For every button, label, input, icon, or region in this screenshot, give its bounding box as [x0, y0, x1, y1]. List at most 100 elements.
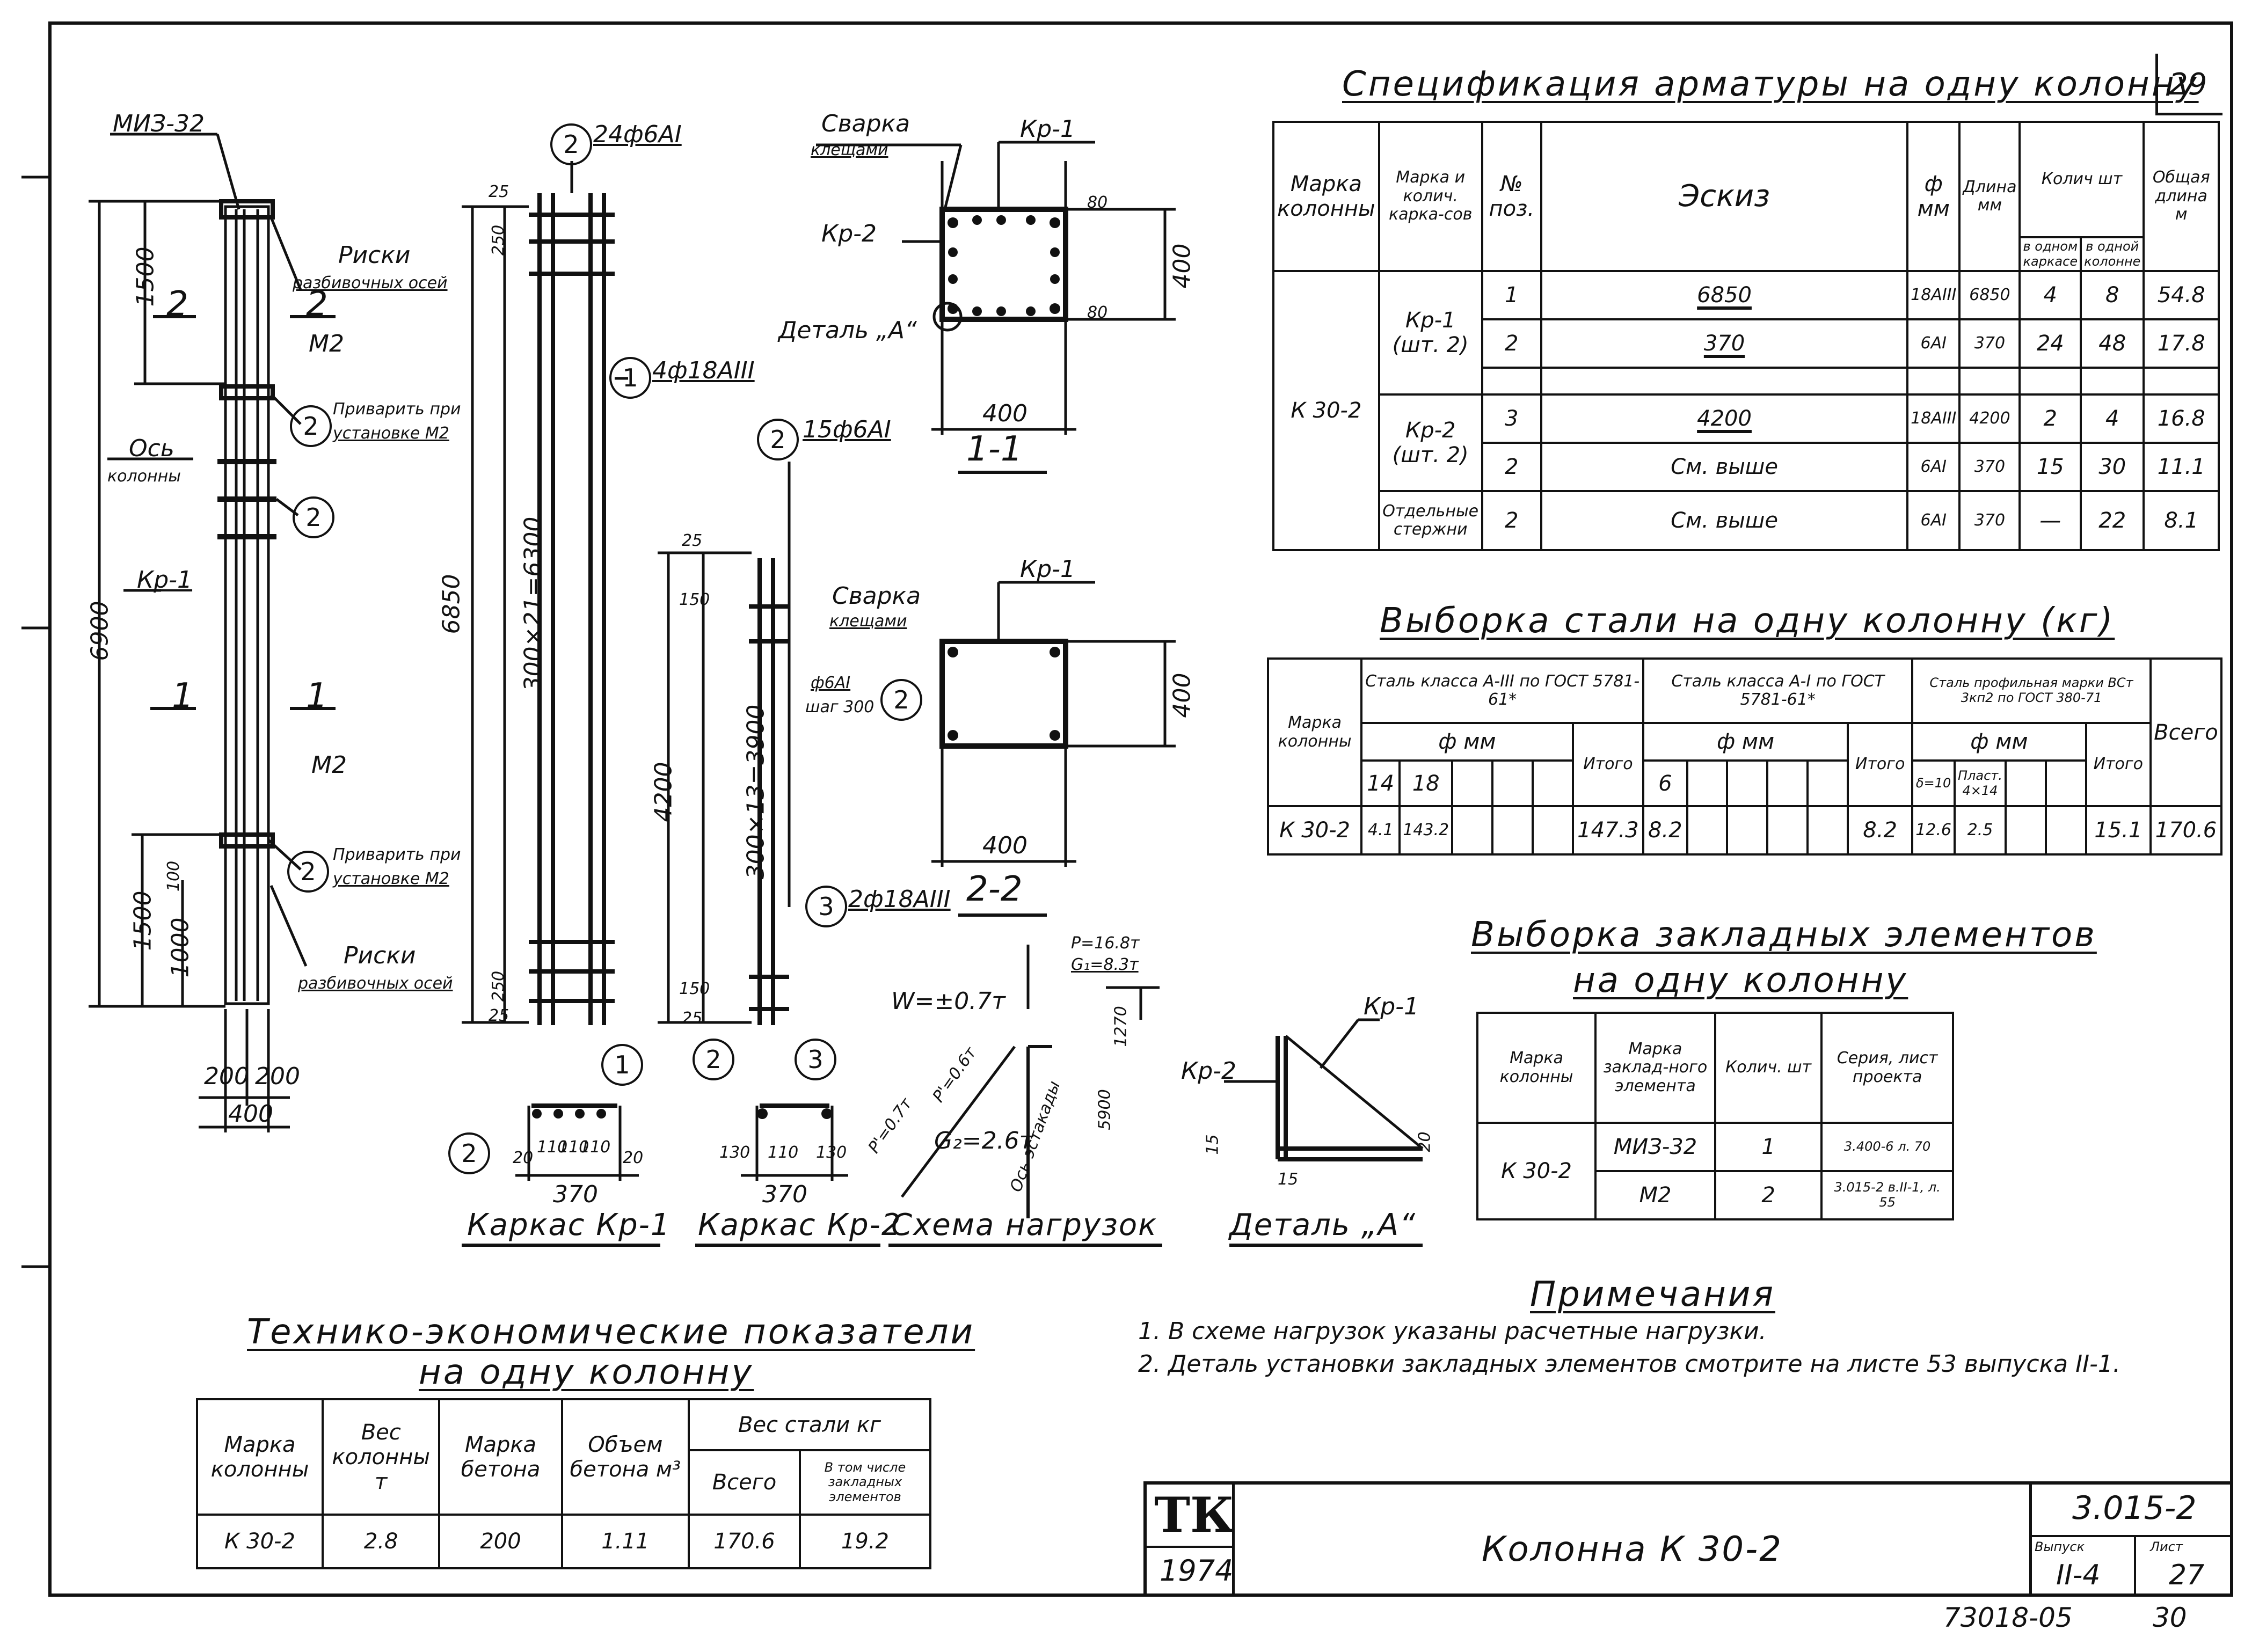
spec-frame-3: Отдельные стержни [1378, 490, 1483, 552]
label-bar-2f18: 2ф18АIII [848, 886, 951, 913]
dim-k1: 110 [580, 1138, 611, 1157]
spec-len: 370 [1958, 490, 2021, 552]
embed-qty: 1 [1714, 1122, 1823, 1172]
spec-qf: 15 [2018, 442, 2082, 493]
label-bar-15f6: 15ф6АI [803, 416, 891, 443]
label-section-1-right: 1 [306, 676, 328, 716]
spec-h-qty: Колич шт [2018, 121, 2145, 238]
caption-load-scheme: Схема нагрузок [891, 1208, 1157, 1242]
notes-list: 1. В схеме нагрузок указаны расчетные на… [1138, 1318, 2158, 1383]
caption-detail-a: Деталь „А“ [1229, 1208, 1417, 1242]
spec-frame-1: Кр-1 (шт. 2) [1378, 270, 1483, 396]
callout-3: 3 [795, 1039, 836, 1080]
dim-k1: 20 [513, 1149, 534, 1167]
label-load-g2: G₂=2.6т [934, 1127, 1033, 1154]
label-phi6: ф6АI [811, 674, 851, 692]
label-kr2-detail: Кр-2 [1181, 1057, 1237, 1085]
dim-3900: 300×13=3900 [742, 704, 770, 880]
steel-h-itogo-a3: Итого [1571, 722, 1645, 807]
dim-1000: 1000 [166, 917, 194, 978]
embed-title-1: Выборка закладных элементов [1471, 915, 2097, 955]
spec-qc: 4 [2080, 393, 2145, 444]
steel-h-dmm-prof: ф мм [1911, 722, 2087, 762]
callout-2: 2 [693, 1039, 734, 1080]
dim-5900: 5900 [1095, 1089, 1114, 1130]
steel-h-a3: Сталь класса А-III по ГОСТ 5781-61* [1360, 657, 1645, 724]
steel-h-itogo-a1: Итого [1846, 722, 1914, 807]
label-klesh-2: клещами [829, 612, 907, 631]
spec-qc: 22 [2080, 490, 2145, 552]
embed-h-ser: Серия, лист проекта [1820, 1012, 1954, 1124]
spec-d: 6АI [1906, 318, 1961, 369]
spec-qf: 4 [2018, 270, 2082, 321]
spec-d: 6АI [1906, 490, 1961, 552]
steel-prof-total: 15.1 [2085, 805, 2152, 856]
dim-15-a: 15 [1203, 1134, 1222, 1155]
dim-150-a: 150 [679, 590, 710, 609]
spec-table: Марка колонны Марка и колич. карка-сов №… [1272, 120, 2220, 552]
callout-2: 2 [880, 679, 922, 721]
tep-h-mark: Марка колонны [195, 1398, 324, 1516]
label-weld-bottom: Приварить при [333, 845, 461, 864]
embed-h-el: Марка заклад-ного элемента [1594, 1012, 1716, 1124]
spec-h-mark: Марка колонны [1272, 120, 1380, 273]
spec-tot: 17.8 [2143, 318, 2220, 369]
note-item: 2. Деталь установки закладных элементов … [1138, 1350, 2120, 1378]
spec-h-len: Длина мм [1958, 120, 2021, 273]
spec-sketch: См. выше [1540, 490, 1909, 552]
dim-k1: 110 [558, 1138, 589, 1157]
dim-400-s22-v: 400 [1168, 673, 1196, 718]
tep-h-all: Всего [688, 1449, 801, 1516]
label-weld-bottom-b: установке М2 [333, 869, 449, 888]
spec-pos: 3 [1481, 393, 1542, 444]
spec-h-qty-col: в одной колонне [2080, 236, 2145, 273]
dim-1500-top: 1500 [132, 246, 159, 307]
dim-4200: 4200 [650, 762, 677, 822]
label-svarka-2: Сварка [832, 582, 921, 610]
embed-el: М2 [1594, 1170, 1716, 1220]
tep-h-concrete: Марка бетона [438, 1398, 563, 1516]
label-weld-top-b: установке М2 [333, 424, 449, 443]
steel-h-itogo-prof: Итого [2085, 722, 2152, 807]
dim-k2: 130 [816, 1143, 847, 1162]
tep-h-incl: В том числе закладных элементов [798, 1449, 932, 1516]
spec-d: 18АIII [1906, 270, 1961, 321]
label-kr1-detail: Кр-1 [1364, 993, 1419, 1020]
spec-column: К 30-2 [1272, 270, 1380, 552]
caption-kr1: Каркас Кр-1 [467, 1208, 671, 1242]
dim-25-a: 25 [489, 182, 509, 201]
title-stamp [1143, 1481, 2233, 1597]
steel-h-prof: Сталь профильная марки ВСт 3кп2 по ГОСТ … [1911, 657, 2152, 724]
steel-h-mark: Марка колонны [1266, 657, 1363, 807]
tep-mark: К 30-2 [195, 1514, 324, 1569]
callout-2: 2 [290, 405, 332, 447]
steel-table: Марка колонны Сталь класса А-III по ГОСТ… [1266, 657, 2223, 856]
label-bar-4f18: 4ф18АIII [652, 357, 755, 384]
spec-qf: — [2018, 490, 2082, 552]
corner-sheet-number: 29 [2169, 67, 2207, 102]
embed-h-qty: Колич. шт [1714, 1012, 1823, 1124]
label-riski-bottom: Риски [344, 942, 416, 969]
steel-val: 4.1 [1360, 805, 1401, 856]
steel-a3-total: 147.3 [1571, 805, 1645, 856]
stamp-logo: ТК [1154, 1487, 1234, 1544]
label-section-2-left: 2 [166, 284, 188, 324]
callout-2: 2 [293, 496, 334, 538]
dim-k1-width: 370 [553, 1181, 598, 1208]
stamp-logo-divider [1143, 1546, 1235, 1548]
dim-250-a: 250 [489, 224, 508, 256]
stamp-name: Колонна К 30-2 [1482, 1530, 1783, 1569]
spec-len: 370 [1958, 318, 2021, 369]
embed-h-mark: Марка колонны [1476, 1012, 1597, 1124]
embed-ser: 3.400-6 л. 70 [1820, 1122, 1954, 1172]
corner-sheet-box [2155, 54, 2222, 115]
caption-kr2: Каркас Кр-2 [698, 1208, 902, 1242]
footer-page: 30 [2153, 1602, 2187, 1633]
label-section-1-left: 1 [172, 676, 194, 716]
spec-qc: 30 [2080, 442, 2145, 493]
spec-qf: 24 [2018, 318, 2082, 369]
dim-20-detail: 20 [1415, 1131, 1434, 1152]
tep-h-steel: Вес стали кг [688, 1398, 931, 1451]
dim-400-col: 400 [228, 1100, 273, 1128]
spec-pos: 2 [1481, 490, 1542, 552]
